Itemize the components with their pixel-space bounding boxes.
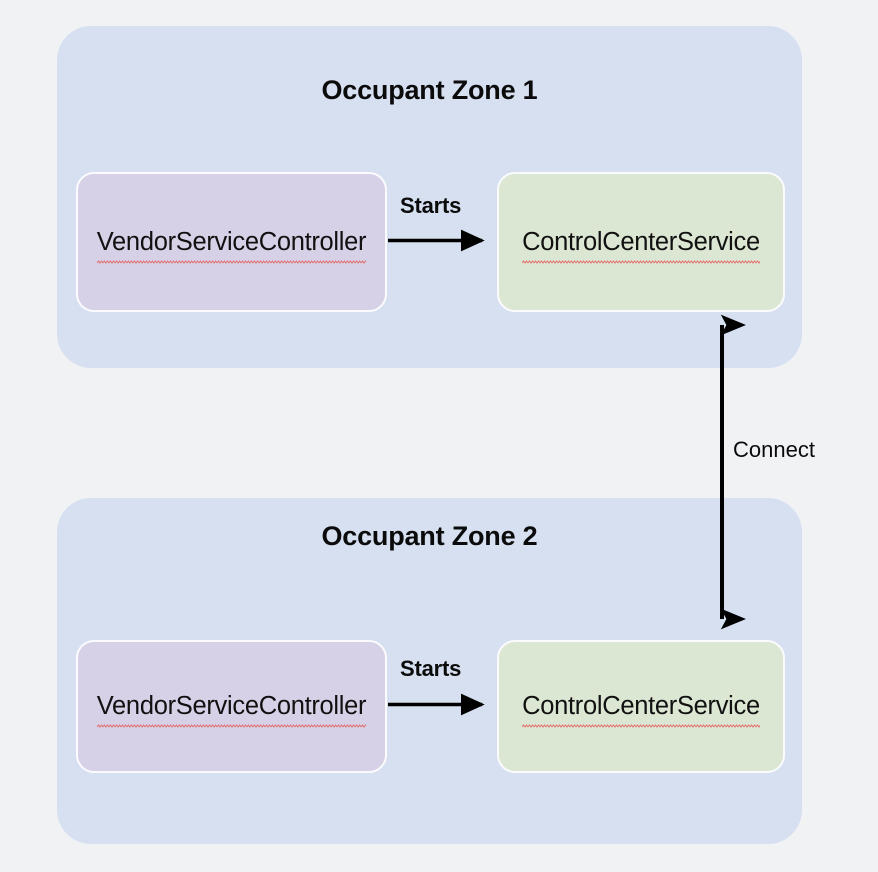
node-control-center-service-2[interactable]: ControlCenterService <box>497 640 785 773</box>
node-label-control-center-service-2: ControlCenterService <box>522 692 760 728</box>
node-vendor-service-controller-1[interactable]: VendorServiceController <box>76 172 387 312</box>
edge-label-starts-1: Starts <box>400 193 462 218</box>
node-label-control-center-service-1: ControlCenterService <box>522 227 760 264</box>
node-label-vendor-service-controller-2: VendorServiceController <box>96 692 367 728</box>
node-label-vendor-service-controller-1: VendorServiceController <box>96 227 367 264</box>
node-control-center-service-1[interactable]: ControlCenterService <box>497 172 785 312</box>
edge-label-connect: Connect <box>733 437 815 462</box>
zone-title-1: Occupant Zone 1 <box>321 75 538 105</box>
edge-label-starts-2: Starts <box>400 656 462 681</box>
zone-title-2: Occupant Zone 2 <box>321 521 538 551</box>
node-vendor-service-controller-2[interactable]: VendorServiceController <box>76 640 387 773</box>
